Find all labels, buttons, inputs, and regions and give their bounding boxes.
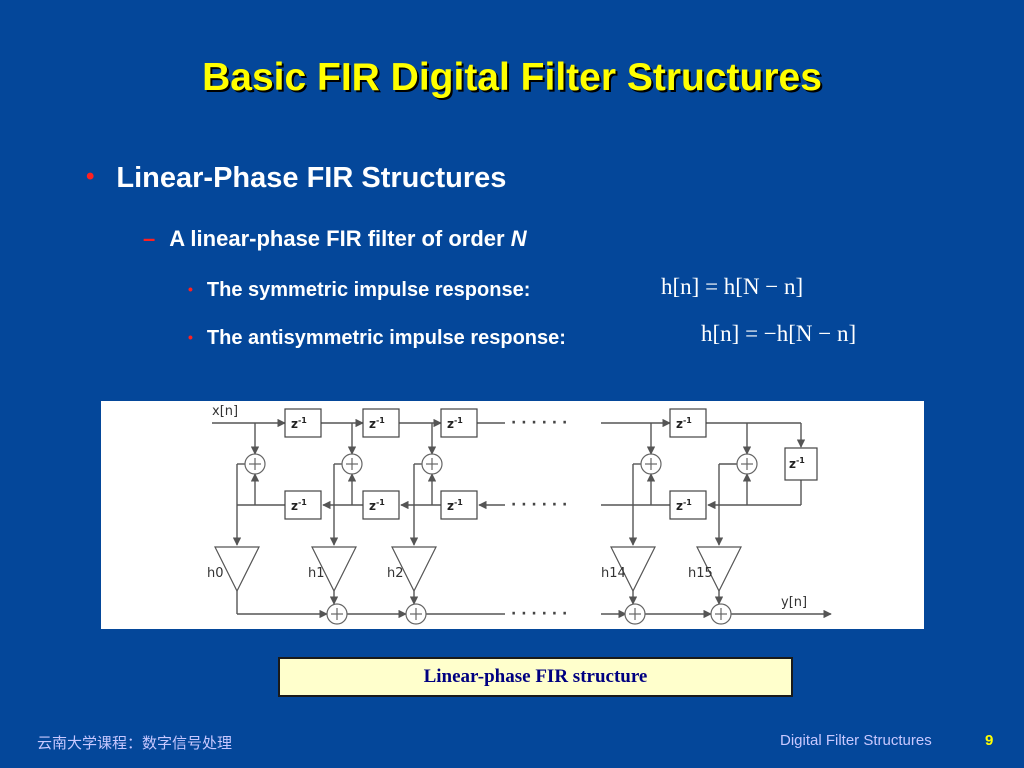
svg-text:z-1: z-1 (676, 416, 692, 431)
delay-box (784, 447, 818, 481)
delay-box (669, 408, 707, 438)
footer-course-name: 云南大学课程：数字信号处理 (37, 735, 233, 752)
svg-text:z-1: z-1 (676, 498, 692, 513)
svg-text:z-1: z-1 (789, 456, 805, 471)
bullet-dot-icon: • (86, 163, 95, 190)
bullet-symmetric-text: The symmetric impulse response: (206, 279, 531, 301)
coef-label-h14: h14 (601, 566, 626, 581)
bullet-linear-phase: • Linear-Phase FIR Structures (86, 162, 506, 195)
diagram-caption: Linear-phase FIR structure (278, 657, 793, 697)
bullet-antisymmetric: • The antisymmetric impulse response: (188, 327, 566, 350)
multiplier-icon (610, 546, 656, 593)
svg-text:· · · · · ·: · · · · · · (511, 415, 567, 431)
bullet-filter-order: –A linear-phase FIR filter of order N (143, 226, 527, 252)
bullet-symmetric: • The symmetric impulse response: (188, 279, 530, 302)
multiplier-icon (311, 546, 357, 593)
formula-symmetric: h[n] = h[N − n] (661, 274, 804, 299)
svg-text:z-1: z-1 (291, 498, 307, 513)
bullet-dot-icon: • (188, 329, 193, 345)
svg-text:z-1: z-1 (447, 416, 463, 431)
bullet-antisymmetric-text: The antisymmetric impulse response: (206, 327, 566, 349)
delay-box (284, 490, 322, 520)
coef-label-h2: h2 (387, 566, 404, 581)
svg-text:z-1: z-1 (369, 416, 385, 431)
page-number: 9 (985, 732, 994, 749)
coef-label-h0: h0 (207, 566, 224, 581)
svg-text:z-1: z-1 (291, 416, 307, 431)
formula-antisymmetric: h[n] = −h[N − n] (701, 321, 857, 346)
delay-box (362, 408, 400, 438)
delay-box (440, 408, 478, 438)
svg-text:z-1: z-1 (369, 498, 385, 513)
bullet-linear-phase-text: Linear-Phase FIR Structures (116, 162, 507, 194)
coef-label-h1: h1 (308, 566, 325, 581)
footer-topic: Digital Filter Structures (780, 732, 932, 749)
fir-structure-diagram: z-1 z-1 z-1 z-1 z-1 z-1 z-1 z-1 z-1 (101, 401, 924, 629)
input-label: x[n] (212, 404, 238, 419)
bullet-filter-order-text: A linear-phase FIR filter of order (169, 226, 511, 251)
delay-box (362, 490, 400, 520)
delay-box (669, 490, 707, 520)
svg-text:z-1: z-1 (447, 498, 463, 513)
multiplier-icon (214, 546, 260, 593)
multiplier-icon (696, 546, 742, 593)
delay-box (284, 408, 322, 438)
order-variable: N (510, 226, 527, 251)
output-label: y[n] (781, 595, 807, 610)
bullet-dot-icon: • (188, 281, 193, 297)
coef-label-h15: h15 (688, 566, 713, 581)
delay-box (440, 490, 478, 520)
svg-text:· · · · · ·: · · · · · · (511, 606, 567, 622)
svg-text:· · · · · ·: · · · · · · (511, 497, 567, 513)
multiplier-icon (391, 546, 437, 593)
fir-structure-svg: z-1 z-1 z-1 z-1 z-1 z-1 z-1 z-1 z-1 (207, 404, 832, 625)
slide-title: Basic FIR Digital Filter Structures (202, 56, 822, 99)
bullet-dash-icon: – (143, 226, 156, 251)
